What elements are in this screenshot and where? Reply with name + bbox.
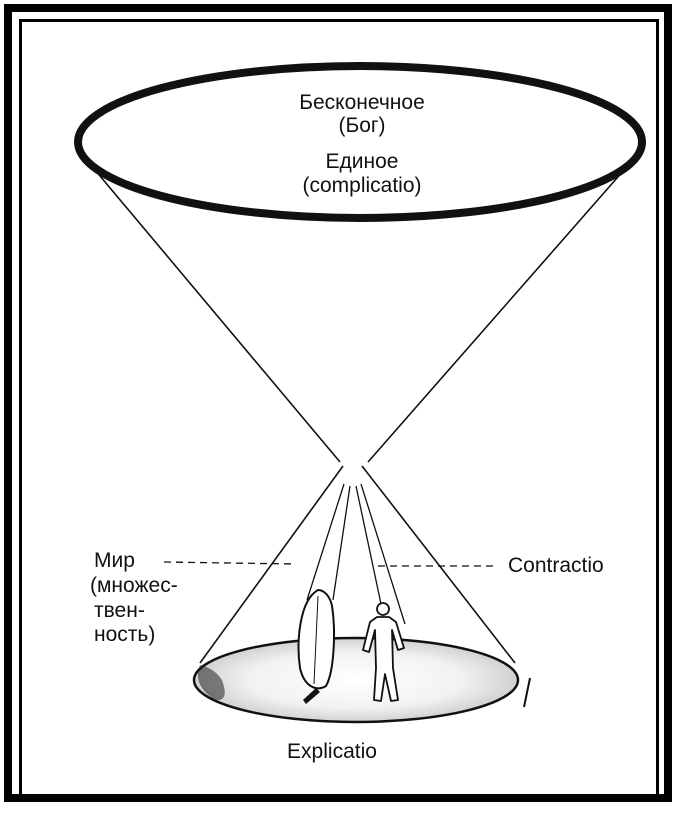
ray-2: [333, 486, 350, 600]
label-infinite: Бесконечное: [299, 92, 425, 114]
edge-mark: [524, 678, 530, 707]
label-one: Единое: [326, 151, 399, 173]
label-contractio: Contractio: [508, 555, 604, 577]
label-world-multiplicity-1: (множес-: [90, 575, 178, 597]
world-disc: [194, 638, 518, 722]
label-explicatio: Explicatio: [287, 741, 377, 763]
label-world-multiplicity-3: ность): [94, 624, 155, 646]
label-world: Мир: [94, 550, 135, 572]
ray-3: [356, 486, 381, 604]
label-complicatio: (complicatio): [302, 175, 421, 197]
ray-1: [307, 484, 344, 600]
world-leader-line: [164, 562, 295, 564]
label-god: (Бог): [338, 115, 385, 137]
label-world-multiplicity-2: твен-: [94, 600, 145, 622]
